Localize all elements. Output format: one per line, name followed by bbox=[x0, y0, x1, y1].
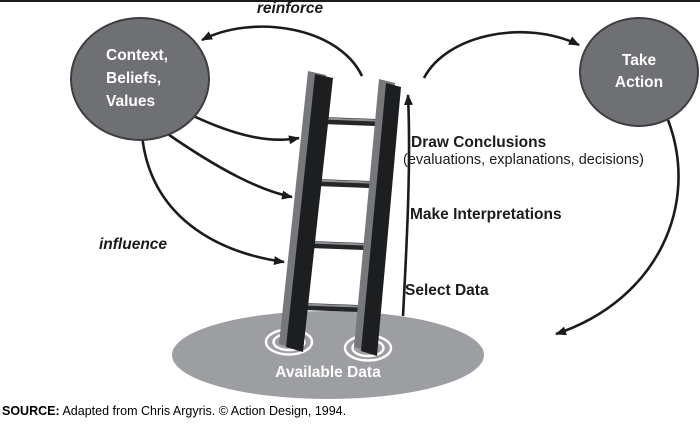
reinforce-arrow bbox=[201, 25, 364, 77]
draw-conclusions-label: Draw Conclusions bbox=[411, 134, 547, 151]
context-beliefs-values-node bbox=[70, 17, 210, 141]
ladder-rails bbox=[279, 71, 401, 356]
influence-arrow-1 bbox=[184, 110, 300, 145]
influence-arrow-3 bbox=[140, 134, 285, 266]
make-interpretations-label: Make Interpretations bbox=[410, 206, 562, 223]
available-data-pool bbox=[172, 311, 484, 399]
source-citation: SOURCE: Adapted from Chris Argyris. © Ac… bbox=[2, 404, 346, 418]
take-action-line: Action bbox=[614, 74, 664, 91]
context-node-line: Values bbox=[106, 93, 156, 110]
take-action-node-text: Take Action bbox=[579, 50, 699, 94]
context-node-line: Context, bbox=[106, 47, 168, 64]
influence-arrow-2 bbox=[161, 128, 293, 200]
source-text: Adapted from Chris Argyris. © Action Des… bbox=[62, 404, 347, 418]
take-action-node bbox=[579, 17, 699, 127]
draw-conclusions-sublabel: (evaluations, explanations, decisions) bbox=[403, 152, 644, 168]
take-action-arrow bbox=[422, 30, 580, 79]
action-return-arrow bbox=[555, 119, 680, 336]
available-data-label: Available Data bbox=[275, 364, 381, 381]
select-data-label: Select Data bbox=[405, 282, 489, 299]
context-node-text: Context, Beliefs, Values bbox=[106, 44, 168, 113]
top-rule bbox=[0, 0, 700, 2]
context-node-line: Beliefs, bbox=[106, 70, 162, 87]
source-prefix: SOURCE: bbox=[2, 404, 60, 418]
influence-label: influence bbox=[99, 236, 168, 253]
ladder-up-arrow bbox=[401, 94, 413, 317]
take-action-line: Take bbox=[621, 52, 657, 69]
reinforce-label: reinforce bbox=[256, 0, 324, 17]
